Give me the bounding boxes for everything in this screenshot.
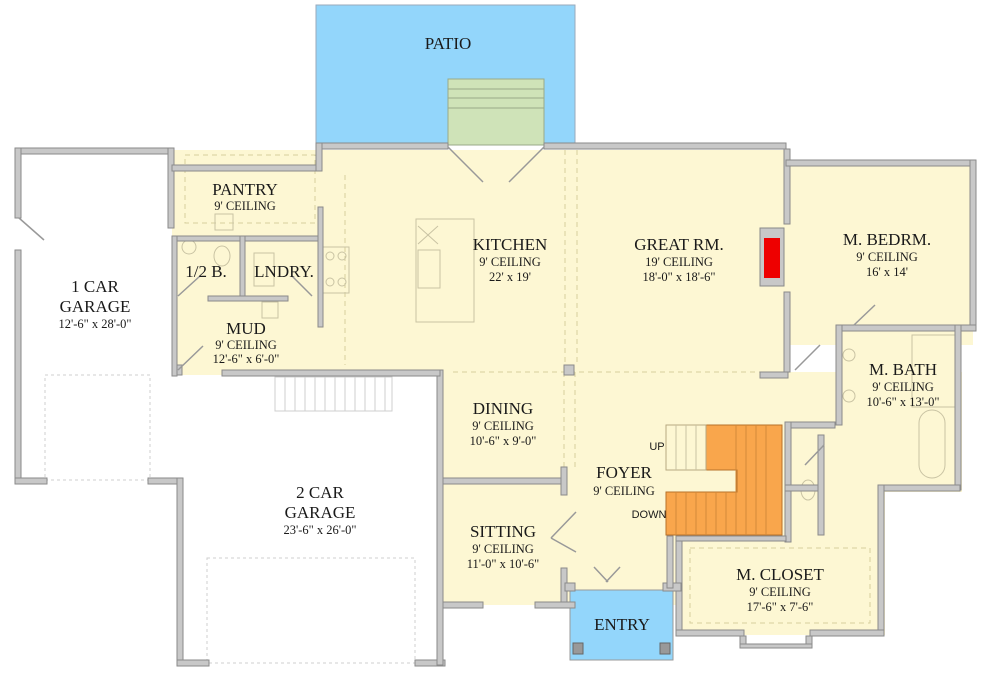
master-bath-ceiling: 9' CEILING bbox=[872, 380, 934, 394]
garage2-label-1: 2 CAR bbox=[296, 483, 344, 502]
doors bbox=[18, 146, 876, 583]
foyer-label: FOYER bbox=[596, 463, 652, 482]
foyer-ceiling: 9' CEILING bbox=[593, 484, 655, 498]
fireplace bbox=[759, 227, 785, 287]
garage2-door-swing bbox=[206, 557, 416, 664]
sitting-size: 11'-0" x 10'-6" bbox=[467, 557, 540, 571]
half-bath-label: 1/2 B. bbox=[185, 262, 227, 281]
ceiling-dashes bbox=[184, 150, 871, 624]
kitchen-island bbox=[415, 218, 475, 323]
master-closet-ceiling: 9' CEILING bbox=[749, 585, 811, 599]
patio-area bbox=[315, 4, 576, 146]
great-room-size: 18'-0" x 18'-6" bbox=[642, 270, 715, 284]
garage-steps bbox=[274, 376, 393, 412]
entry-label: ENTRY bbox=[594, 615, 650, 634]
garage1-door-swing bbox=[44, 374, 151, 481]
stairs-down-label: DOWN bbox=[632, 509, 667, 521]
garage2-label-2: GARAGE bbox=[285, 503, 356, 522]
mud-size: 12'-6" x 6'-0" bbox=[213, 352, 280, 366]
dining-size: 10'-6" x 9'-0" bbox=[470, 434, 537, 448]
master-bedroom-label: M. BEDRM. bbox=[843, 230, 931, 249]
master-bedroom-size: 16' x 14' bbox=[866, 265, 908, 279]
toilet bbox=[213, 245, 231, 267]
stairs-up-label: UP bbox=[649, 441, 664, 453]
dining-label: DINING bbox=[473, 399, 533, 418]
sitting-label: SITTING bbox=[470, 522, 536, 541]
mud-sink bbox=[261, 301, 279, 319]
patio-steps bbox=[447, 78, 545, 146]
kitchen-label: KITCHEN bbox=[473, 235, 548, 254]
pantry-ceiling: 9' CEILING bbox=[214, 199, 276, 213]
mud-label: MUD bbox=[226, 319, 266, 338]
walls bbox=[14, 142, 977, 667]
mud-ceiling: 9' CEILING bbox=[215, 338, 277, 352]
master-bath-size: 10'-6" x 13'-0" bbox=[866, 395, 939, 409]
garage2-size: 23'-6" x 26'-0" bbox=[283, 523, 356, 537]
great-room-label: GREAT RM. bbox=[634, 235, 723, 254]
patio-label: PATIO bbox=[425, 34, 472, 53]
kitchen-ceiling: 9' CEILING bbox=[479, 255, 541, 269]
master-closet-label: M. CLOSET bbox=[736, 565, 824, 584]
bathtub bbox=[918, 409, 946, 479]
room-labels: PATIO PANTRY 9' CEILING 1/2 B. LNDRY. MU… bbox=[58, 34, 939, 634]
master-bath-label: M. BATH bbox=[869, 360, 937, 379]
dining-ceiling: 9' CEILING bbox=[472, 419, 534, 433]
garage1-label-2: GARAGE bbox=[60, 297, 131, 316]
sitting-ceiling: 9' CEILING bbox=[472, 542, 534, 556]
main-stairs bbox=[665, 424, 783, 536]
garage1-label-1: 1 CAR bbox=[71, 277, 119, 296]
master-closet-size: 17'-6" x 7'-6" bbox=[747, 600, 814, 614]
great-room-ceiling: 19' CEILING bbox=[645, 255, 713, 269]
garage1-size: 12'-6" x 28'-0" bbox=[58, 317, 131, 331]
vanity-sink bbox=[842, 389, 856, 403]
pantry-sink bbox=[214, 213, 234, 231]
entry-porch bbox=[569, 589, 674, 661]
laundry-sink bbox=[253, 252, 275, 287]
pantry-label: PANTRY bbox=[212, 180, 278, 199]
master-bedroom-ceiling: 9' CEILING bbox=[856, 250, 918, 264]
kitchen-size: 22' x 19' bbox=[489, 270, 531, 284]
laundry-label: LNDRY. bbox=[254, 262, 314, 281]
vanity-sink bbox=[842, 348, 856, 362]
